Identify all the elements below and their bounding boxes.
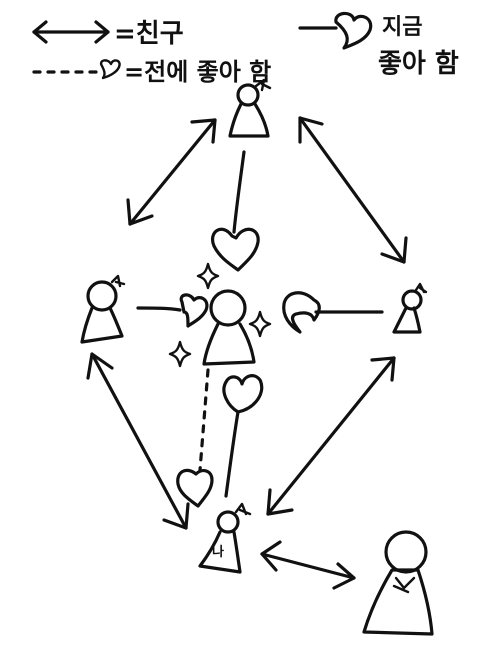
like-now-top-to-center	[211, 150, 260, 272]
like-now-me-to-center	[222, 374, 264, 498]
legend-like-now-arrow	[298, 11, 373, 50]
heart-icon	[222, 374, 264, 414]
friend-arrow-left-me	[86, 352, 190, 530]
heart-icon	[334, 11, 373, 50]
sparkle-icon	[248, 310, 272, 338]
person-bottom-right	[362, 530, 434, 636]
friend-arrow-right-me	[266, 356, 396, 516]
heart-icon	[211, 227, 260, 272]
friend-arrow-me-bottom-right	[260, 540, 356, 590]
legend: =친구 =전에 좋아 함 지금 좋아 함	[32, 11, 459, 86]
heart-icon	[282, 291, 321, 334]
heart-icon	[99, 59, 121, 80]
legend-friend-arrow	[32, 20, 110, 44]
friend-arrow-top-right	[298, 116, 408, 264]
legend-like-now-label-1: 지금	[382, 15, 422, 40]
person-center	[202, 289, 256, 366]
sparkle-icon	[168, 340, 192, 368]
person-left	[80, 274, 126, 344]
like-now-right-to-center	[282, 291, 384, 334]
legend-friend-label: =친구	[114, 19, 184, 49]
person-right	[392, 282, 428, 334]
friend-arrow-top-left	[126, 118, 217, 226]
me-label: 나	[212, 544, 224, 560]
heart-icon	[179, 293, 209, 328]
heart-icon	[176, 468, 214, 508]
person-me: 나	[198, 502, 252, 574]
person-top	[228, 78, 272, 138]
like-now-left-to-center	[136, 293, 209, 328]
legend-liked-before-label: =전에 좋아 함	[124, 58, 271, 86]
legend-liked-before-arrow	[32, 59, 121, 80]
liked-before-center-to-me	[176, 368, 214, 508]
legend-like-now-label-2: 좋아 함	[378, 49, 459, 79]
sparkle-icon	[196, 262, 220, 290]
